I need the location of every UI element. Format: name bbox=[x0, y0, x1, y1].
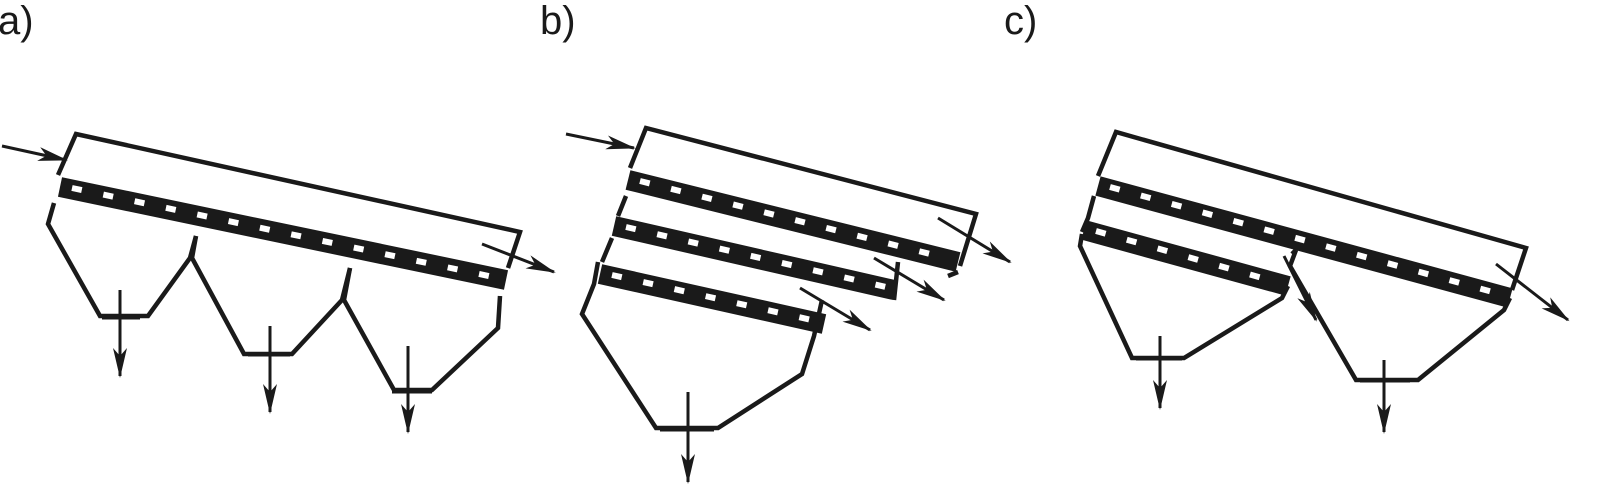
panel-b-screen-deck-3 bbox=[597, 264, 827, 334]
panel-a-product-arrow-3 bbox=[392, 346, 432, 434]
panel-b-screen-deck-2 bbox=[611, 216, 897, 300]
panel-c-product-arrow-2 bbox=[1360, 360, 1410, 434]
panel-a-product-arrow-1 bbox=[102, 290, 140, 378]
panel-c-feed-box bbox=[1095, 129, 1529, 291]
panel-b-oversize-arrow-2 bbox=[873, 256, 946, 302]
panel-c-oversize-arrow-2 bbox=[1282, 255, 1318, 322]
panel-a-label: a) bbox=[0, 0, 34, 43]
panel-a-hopper-3 bbox=[341, 267, 503, 393]
panel-b-screen-deck-1 bbox=[625, 170, 961, 272]
panel-b-product-arrow bbox=[660, 392, 714, 484]
panel-a-oversize-arrow bbox=[481, 242, 556, 274]
panel-c-product-arrow-1 bbox=[1136, 336, 1182, 410]
panel-c-divider bbox=[1290, 248, 1298, 256]
panel-a-feed-arrow bbox=[1, 144, 68, 162]
panel-b-oversize-arrow-1 bbox=[937, 216, 1012, 264]
panel-b-label: b) bbox=[540, 0, 576, 43]
panel-b-oversize-arrow-3 bbox=[799, 286, 872, 332]
panel-c-label: c) bbox=[1004, 0, 1037, 43]
panel-a-product-arrow-2 bbox=[248, 326, 290, 414]
panel-a: a) bbox=[0, 0, 556, 434]
panel-c-frame-left bbox=[1079, 195, 1097, 233]
panel-b: b) bbox=[540, 0, 1012, 484]
panel-c-screen-deck-lower bbox=[1081, 220, 1291, 296]
panel-b-deck-1-frame bbox=[615, 195, 959, 279]
panel-c: c) bbox=[1004, 0, 1570, 434]
panel-c-screen-deck-upper bbox=[1095, 176, 1513, 308]
panel-b-feed-box bbox=[627, 125, 979, 267]
panel-b-deck-2-frame bbox=[599, 237, 901, 301]
panel-a-screen-deck bbox=[57, 177, 509, 290]
panel-b-feed-arrow bbox=[565, 132, 636, 150]
panel-c-oversize-arrow-1 bbox=[1495, 262, 1570, 322]
